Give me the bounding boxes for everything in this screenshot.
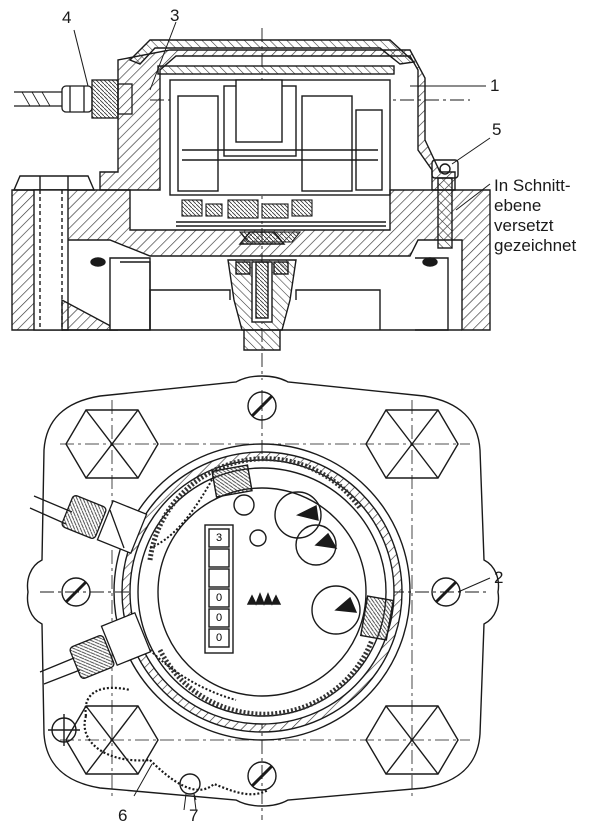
counter-digit: 3 (215, 532, 223, 544)
screw-5 (431, 159, 459, 249)
screw-left (61, 577, 91, 607)
cover (128, 39, 416, 65)
callout-4: 4 (62, 8, 72, 27)
dial-3 (311, 585, 361, 635)
counter-digit: 0 (215, 612, 223, 624)
hex-bolt-left (12, 175, 96, 191)
dial-1 (274, 491, 322, 539)
callout-2: 2 (494, 568, 504, 587)
callout-7: 7 (189, 806, 199, 825)
callout-5: 5 (492, 120, 502, 139)
hex-nut-tr (365, 409, 459, 479)
offset-note-line-1: In Schnitt- (494, 176, 571, 195)
offset-note-line-4: gezeichnet (494, 236, 577, 255)
lead-seal (179, 773, 201, 795)
sensor-module-top (211, 464, 253, 498)
leader-2 (457, 577, 491, 593)
counter-digits: 3 0 0 0 (209, 529, 229, 649)
hex-nut-bl (65, 705, 159, 775)
plan-view (26, 375, 500, 820)
screw-bottom (247, 761, 277, 791)
counter-drum (204, 524, 234, 654)
offset-note-line-2: ebene (494, 196, 542, 215)
screw-right-2 (431, 577, 461, 607)
cable-gland-top (14, 79, 133, 119)
callout-3: 3 (170, 6, 180, 25)
star-wheel (246, 592, 282, 606)
sectional-view (11, 28, 491, 380)
counter-digit: 0 (215, 632, 223, 644)
flange-outline (26, 375, 500, 807)
leader-5 (451, 137, 491, 165)
o-ring-right (422, 257, 438, 267)
leader-3 (149, 21, 177, 91)
counter-digit (209, 549, 229, 569)
counter-digit (209, 569, 229, 589)
o-ring-left (90, 257, 106, 267)
offset-note-line-3: versetzt (494, 216, 554, 235)
hex-nut-tl (65, 409, 159, 479)
register-outer-ring (113, 443, 411, 741)
dial-2 (295, 524, 338, 566)
leader-6 (133, 763, 153, 797)
callout-6: 6 (118, 806, 128, 825)
leader-4 (73, 29, 89, 87)
leader-lines (73, 21, 491, 801)
leader-7 (193, 793, 197, 801)
cable-gland-plan-bottom (39, 611, 152, 685)
counter-digit: 0 (215, 592, 223, 604)
callout-1: 1 (490, 76, 500, 95)
cable-gland-plan-top (29, 495, 148, 555)
sealing-wire (84, 686, 269, 796)
screw-top (247, 391, 277, 421)
sensor-module (359, 595, 395, 641)
hex-nut-br (365, 705, 459, 775)
offset-note: In Schnitt- ebene versetzt gezeichnet (494, 176, 576, 256)
leader-note (455, 183, 491, 211)
